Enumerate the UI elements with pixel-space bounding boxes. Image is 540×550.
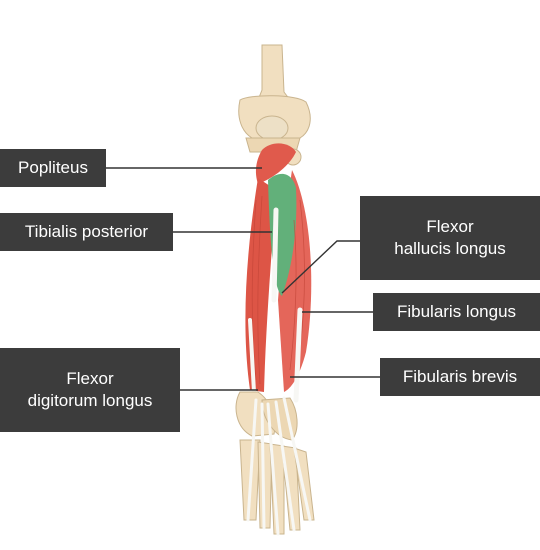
label-fibularis-brevis-text: Fibularis brevis [402, 367, 518, 386]
label-tibialis-posterior: Tibialis posterior [0, 213, 173, 251]
label-fibularis-longus-text: Fibularis longus [396, 302, 517, 321]
label-popliteus-text: Popliteus [18, 158, 88, 177]
label-flexor-digitorum-longus: Flexor digitorum longus [0, 348, 180, 432]
label-flexor-digitorum-longus-line-2: digitorum longus [27, 391, 153, 410]
label-popliteus: Popliteus [0, 149, 106, 187]
muscle-fibres [251, 195, 305, 385]
label-flexor-hallucis-longus-line-2: hallucis longus [394, 239, 506, 258]
tendons [248, 207, 303, 403]
leader-lines [106, 167, 380, 391]
label-flexor-digitorum-longus-line-1: Flexor [66, 369, 114, 388]
label-tibialis-posterior-text: Tibialis posterior [24, 222, 149, 241]
leg-illustration [235, 44, 315, 536]
leader-flexor-hallucis-longus [281, 240, 360, 294]
label-fibularis-brevis: Fibularis brevis [380, 358, 540, 396]
popliteus-muscle [255, 143, 296, 184]
femur-bone [257, 44, 291, 101]
label-fibularis-longus: Fibularis longus [373, 293, 540, 331]
patella [255, 115, 289, 141]
foot-tendons [246, 396, 312, 536]
label-flexor-hallucis-longus-line-1: Flexor [426, 217, 474, 236]
label-flexor-hallucis-longus: Flexor hallucis longus [360, 196, 540, 280]
